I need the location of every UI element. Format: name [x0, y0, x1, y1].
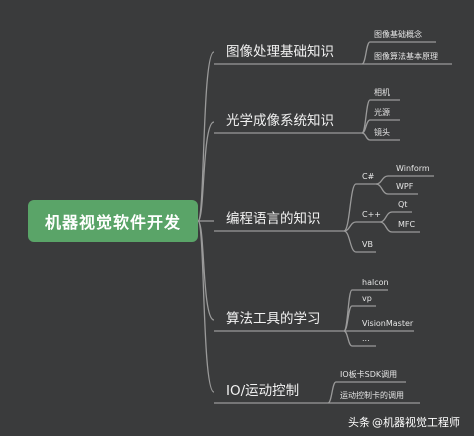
leaf-mfc: MFC [398, 220, 416, 229]
leaf-vp: vp [362, 294, 372, 303]
leaf-lens: 镜头 [374, 128, 390, 137]
leaf-image-algorithms: 图像算法基本原理 [374, 52, 438, 61]
branch-programming: 编程语言的知识 [226, 211, 321, 227]
leaf-winform: Winform [396, 164, 430, 173]
branch-image-processing: 图像处理基础知识 [226, 44, 334, 60]
leaf-camera: 相机 [374, 88, 390, 97]
leaf-wpf: WPF [396, 182, 414, 191]
leaf-motion-card: 运动控制卡的调用 [340, 391, 404, 400]
leaf-ellipsis: ... [362, 334, 370, 343]
leaf-io-card-sdk: IO板卡SDK调用 [340, 370, 398, 379]
leaf-image-basics: 图像基础概念 [374, 30, 422, 39]
leaf-halcon: halcon [362, 278, 389, 287]
branch-algorithm-tools: 算法工具的学习 [226, 311, 321, 327]
leaf-light-source: 光源 [374, 108, 390, 117]
leaf-vb: VB [362, 240, 373, 249]
watermark: 头条 @机器视觉工程师 [348, 414, 460, 430]
leaf-qt: Qt [398, 200, 408, 209]
branch-optics: 光学成像系统知识 [226, 113, 334, 129]
branch-io-motion: IO/运动控制 [226, 383, 300, 399]
leaf-visionmaster: VisionMaster [362, 319, 414, 328]
watermark-handle: @机器视觉工程师 [372, 416, 460, 429]
leaf-cpp: C++ [362, 210, 381, 219]
root-node: 机器视觉软件开发 [28, 200, 198, 242]
leaf-csharp: C# [362, 172, 375, 181]
watermark-prefix: 头条 [348, 416, 370, 429]
